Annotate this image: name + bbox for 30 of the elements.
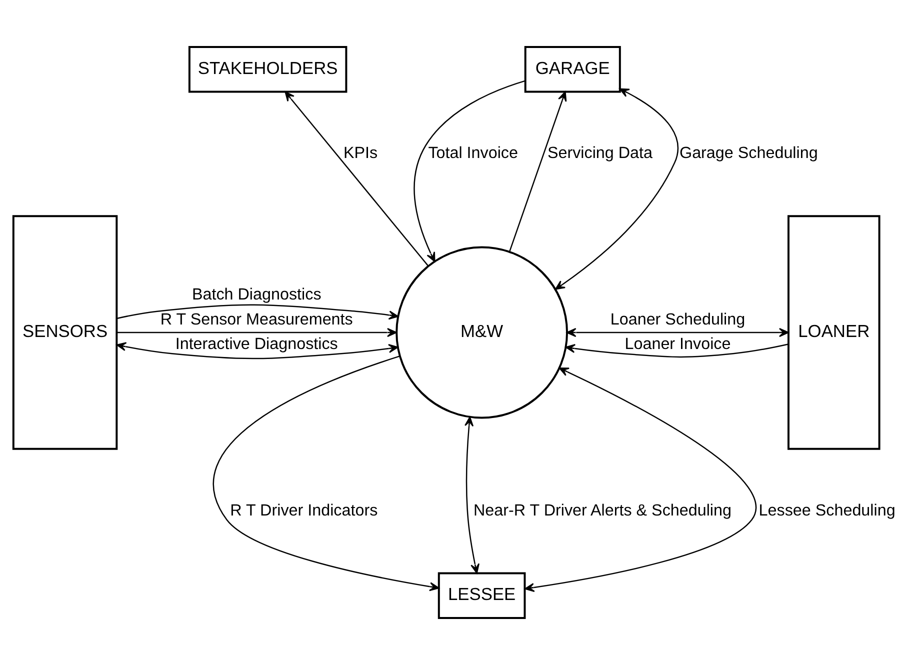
node-box: LOANER [788,214,880,450]
arrow [116,342,398,359]
arrow [565,343,788,358]
arrow [116,304,399,320]
arrow [116,327,397,337]
edge-label: Total Invoice [428,144,518,162]
edge-label: Servicing Data [547,144,653,162]
arrow [555,88,678,290]
node-box: GARAGE [524,45,621,92]
arrow [414,80,526,262]
edge-label: Loaner Scheduling [610,310,746,328]
node-box: STAKEHOLDERS [188,45,348,92]
edge-label: Near-R T Driver Alerts & Scheduling [473,500,732,519]
arrow [524,366,756,592]
node-circle: M&W [396,246,568,418]
edge-label: Interactive Diagnostics [175,334,338,353]
node-box: LESSEE [438,572,526,619]
edge-label: Garage Scheduling [680,144,818,162]
edge-label: KPIs [343,144,378,162]
node-box: SENSORS [12,214,118,450]
edge-label: Lessee Scheduling [758,500,896,519]
arrow [508,90,567,252]
edge-label: Loaner Invoice [624,334,731,353]
edge-label: R T Sensor Measurements [160,310,353,328]
edge-label: R T Driver Indicators [230,500,378,519]
arrow [464,416,480,574]
edge-label: Batch Diagnostics [192,284,322,303]
arrow [566,327,789,337]
arrow [213,355,440,591]
arrow [284,90,429,266]
